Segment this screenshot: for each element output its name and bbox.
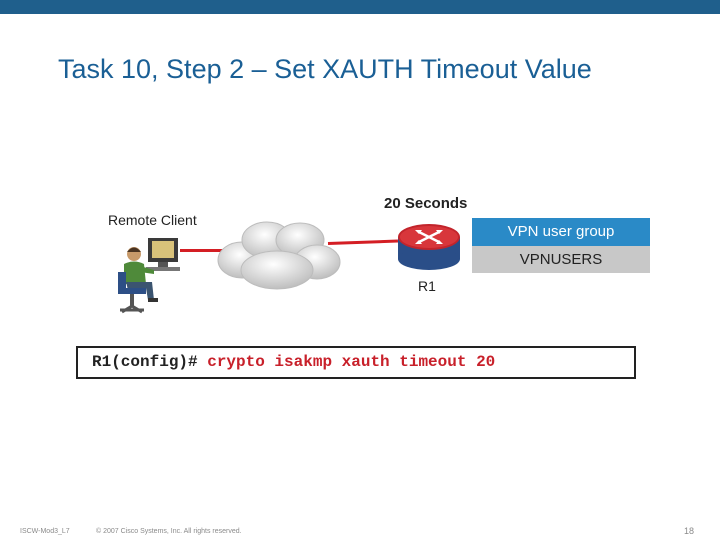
footer-page-number: 18: [684, 526, 694, 536]
top-accent-bar: [0, 0, 720, 14]
vpn-user-group-value: VPNUSERS: [472, 246, 650, 273]
slide-title: Task 10, Step 2 – Set XAUTH Timeout Valu…: [58, 54, 592, 85]
user-at-computer-icon: [112, 232, 184, 314]
remote-client-label: Remote Client: [108, 212, 197, 228]
footer-course-code: ISCW-Mod3_L7: [20, 528, 70, 535]
timeout-label: 20 Seconds: [384, 195, 467, 212]
cli-command-text: crypto isakmp xauth timeout 20: [207, 353, 495, 371]
cli-command-box: R1(config)# crypto isakmp xauth timeout …: [76, 346, 636, 379]
vpn-user-group-header: VPN user group: [472, 218, 650, 246]
router-icon: [395, 215, 463, 275]
vpn-user-group-box: VPN user group VPNUSERS: [472, 218, 650, 273]
footer-copyright: © 2007 Cisco Systems, Inc. All rights re…: [96, 528, 242, 535]
cli-prompt: R1(config)#: [92, 353, 207, 371]
internet-cloud-icon: [212, 215, 344, 295]
router-label: R1: [418, 278, 436, 294]
